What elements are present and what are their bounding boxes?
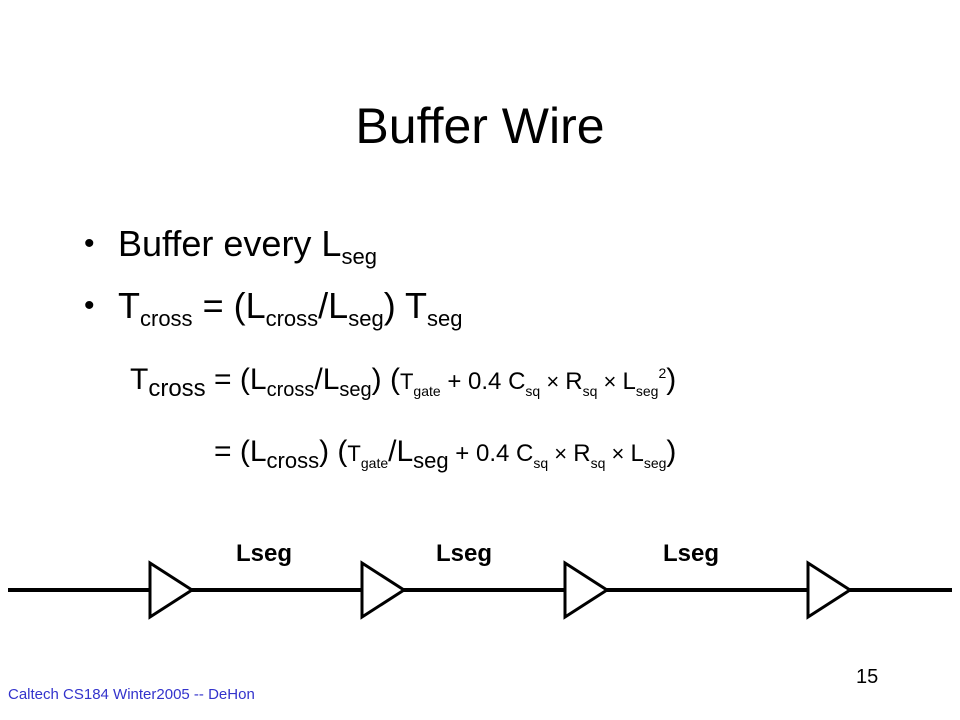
eq-text: + 0.4	[448, 440, 517, 467]
eq-text: T	[130, 363, 149, 396]
eq-text: ) (	[319, 435, 348, 468]
eq-text: ×	[548, 441, 574, 466]
subscript: cross	[148, 375, 206, 402]
eq-text: T	[399, 369, 414, 394]
eq-text: T	[347, 441, 361, 466]
eq-text: ) (	[371, 363, 400, 396]
slide-title: Buffer Wire	[355, 98, 605, 154]
subscript: cross	[266, 379, 315, 401]
subscript: sq	[525, 383, 541, 399]
buffer-triangle-1	[148, 560, 195, 620]
buffer-triangle-3	[563, 560, 610, 620]
eq-text: ×	[597, 369, 623, 394]
subscript: cross	[265, 306, 319, 332]
subscript: sq	[582, 383, 598, 399]
eq-text: =	[205, 363, 240, 396]
eq-text: ×	[540, 369, 566, 394]
subscript: seg	[643, 455, 667, 471]
footer-text: Caltech CS184 Winter2005 -- DeHon	[8, 686, 255, 703]
eq-text: R	[573, 440, 591, 467]
subscript: seg	[339, 379, 372, 401]
eq-text: = (L	[192, 285, 266, 326]
subscript: cross	[140, 306, 193, 332]
buffer-triangle-2	[360, 560, 407, 620]
eq-text: L	[630, 440, 644, 467]
bullet-dot: •	[84, 227, 95, 260]
buffer-triangle-4	[806, 560, 853, 620]
segment-label-2: Lseg	[436, 540, 493, 567]
bullet-tcross: • Tcross = (Lcross/Lseg) Tseg	[84, 284, 463, 332]
bullet-dot: •	[84, 289, 95, 322]
subscript: cross	[266, 448, 320, 473]
subscript: seg	[635, 383, 659, 399]
eq-text: )	[666, 363, 677, 396]
eq-text: /L	[318, 285, 349, 326]
eq-text: /L	[388, 435, 414, 468]
eq-text: + 0.4	[440, 368, 509, 395]
subscript: seg	[348, 306, 384, 332]
superscript: 2	[658, 365, 667, 381]
eq-text: C	[508, 368, 526, 395]
subscript: sq	[590, 455, 606, 471]
subscript: gate	[413, 383, 441, 399]
subscript: sq	[533, 455, 549, 471]
eq-text: ) T	[383, 285, 428, 326]
symbol-t: T	[118, 285, 140, 326]
bullet-text: Buffer every L	[118, 223, 342, 264]
page-number: 15	[856, 666, 879, 688]
eq-text: /L	[314, 363, 340, 396]
subscript: seg	[427, 306, 463, 332]
segment-label-3: Lseg	[663, 540, 720, 567]
bullet-buffer-every: • Buffer every Lseg	[84, 222, 377, 270]
subscript: gate	[360, 455, 389, 471]
eq-text: R	[565, 368, 583, 395]
equation-line-2: = (Lcross) (Tgate/Lseg + 0.4 Csq × Rsq ×…	[214, 432, 676, 474]
eq-text: (L	[239, 363, 267, 396]
subscript: seg	[413, 448, 449, 473]
eq-text: )	[666, 435, 677, 468]
eq-text: L	[622, 368, 636, 395]
segment-label-1: Lseg	[236, 540, 293, 567]
subscript: seg	[341, 244, 377, 270]
eq-text: ×	[605, 441, 631, 466]
eq-text: C	[516, 440, 534, 467]
eq-text: = (L	[214, 435, 267, 468]
equation-line-1: Tcross = (Lcross/Lseg) (Tgate + 0.4 Csq …	[130, 360, 676, 402]
